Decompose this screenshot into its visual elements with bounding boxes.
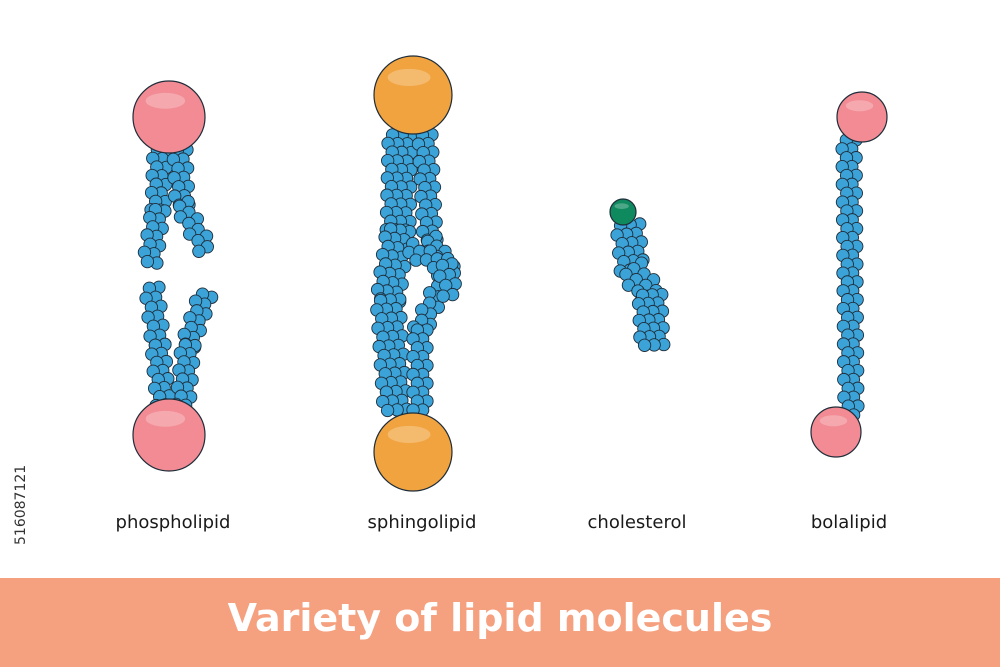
head-highlight	[145, 410, 186, 427]
bolalipid-molecule	[810, 91, 888, 458]
head-highlight	[819, 415, 848, 427]
tail-bead	[621, 278, 636, 292]
head-highlight	[387, 425, 431, 444]
head-highlight	[387, 68, 431, 87]
tail-bead	[140, 254, 155, 269]
bolalipid-label: bolalipid	[810, 512, 888, 533]
tail-bead	[433, 269, 447, 283]
sphingolipid-head-top	[373, 55, 453, 135]
cholesterol-label: cholesterol	[587, 512, 687, 533]
phospholipid-head-top	[132, 80, 206, 154]
tail-bead	[192, 244, 206, 258]
bolalipid-head-top	[836, 91, 888, 143]
stock-id: 516087121	[13, 464, 29, 545]
cholesterol-molecule	[609, 198, 671, 352]
sphingolipid-head-bottom	[373, 412, 453, 492]
title-bar	[0, 578, 1000, 667]
tail-bead	[436, 289, 450, 303]
tail-bead	[380, 403, 395, 418]
phospholipid-label: phospholipid	[115, 512, 231, 533]
head-highlight	[614, 203, 629, 210]
head-highlight	[145, 92, 186, 109]
phospholipid-head-bottom	[132, 398, 206, 472]
bolalipid-head-bottom	[810, 406, 862, 458]
sphingolipid-molecule	[370, 55, 462, 492]
sphingolipid-label: sphingolipid	[367, 512, 477, 533]
cholesterol-head	[609, 198, 637, 226]
diagram-title: Variety of lipid molecules	[227, 596, 773, 640]
phospholipid-molecule	[132, 80, 219, 472]
tail-bead	[637, 338, 652, 352]
head-highlight	[845, 100, 874, 112]
